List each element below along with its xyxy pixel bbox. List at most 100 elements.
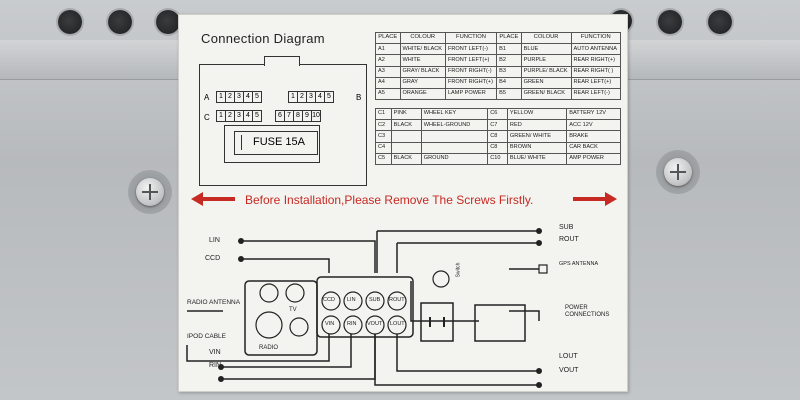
table-cell: C1	[375, 107, 392, 121]
row-b-label: B	[356, 93, 362, 102]
wire-vout	[374, 333, 539, 386]
table-cell: AMP POWER	[566, 152, 621, 165]
table-cell: REAR LEFT(+)	[570, 76, 622, 89]
jack-block-outline	[316, 276, 414, 338]
warning-text: Before Installation,Please Remove The Sc…	[245, 193, 534, 207]
wire-vin	[221, 333, 352, 368]
radio-antenna-label: RADIO ANTENNA	[187, 299, 241, 306]
diagram-title: Connection Diagram	[201, 31, 325, 46]
table-cell: GRAY	[399, 76, 446, 89]
vout-jack-icon	[365, 315, 385, 335]
table-cell: GRAY/ BLACK	[399, 65, 446, 78]
warning-arrows	[191, 192, 617, 206]
screw-icon[interactable]	[136, 178, 164, 206]
power-connections-label: POWER CONNECTIONS	[565, 305, 610, 318]
ipod-cable-label: IPOD CABLE	[187, 333, 227, 340]
pin: 5	[252, 91, 262, 103]
table-cell: BROWN	[506, 141, 568, 154]
table-cell: REAR RIGHT(+)	[570, 54, 622, 67]
pin: 5	[324, 91, 334, 103]
switch-label: Switch	[455, 262, 462, 278]
table-header: FUNCTION	[570, 31, 622, 45]
jack-label: CCD	[323, 297, 335, 303]
jack-label: ROUT	[389, 297, 405, 303]
row-c-label: C	[204, 113, 210, 122]
pin: 5	[252, 110, 262, 122]
ccd-label: CCD	[205, 255, 221, 262]
table-cell: ORANGE	[399, 87, 446, 101]
table-cell: C8	[487, 130, 508, 143]
table-cell: C6	[487, 107, 508, 121]
vin-jack-icon	[321, 315, 341, 335]
pin-row-c: 1 2 3 4 5 6 7 8 9 10	[216, 110, 321, 122]
table-cell: B4	[496, 76, 522, 89]
table-cell: C5	[375, 152, 392, 165]
table-cell: REAR RIGHT( )	[570, 65, 622, 78]
right-arrow-icon	[573, 192, 617, 206]
mount-hole	[708, 10, 732, 34]
table-cell: C2	[375, 119, 392, 132]
table-cell: B1	[496, 43, 522, 56]
lin-jack-icon	[343, 291, 363, 311]
warning-banner: Before Installation,Please Remove The Sc…	[179, 189, 629, 209]
gps-connector-icon	[538, 264, 548, 274]
wire-power	[410, 281, 479, 322]
fuse-holder	[224, 125, 320, 163]
jack-label: RIN	[347, 321, 357, 327]
table-header-row: PLACE COLOUR FUNCTION PLACE COLOUR FUNCT…	[375, 31, 622, 45]
tv-port-icon	[285, 283, 305, 303]
wire-power-right	[509, 310, 540, 321]
table-cell: A3	[375, 65, 401, 78]
table-header: PLACE	[375, 31, 401, 45]
table-header: PLACE	[496, 31, 522, 45]
table-cell: C10	[487, 152, 508, 165]
wire-rin	[221, 333, 376, 380]
mount-hole	[58, 10, 82, 34]
table-cell: CAR BACK	[566, 141, 621, 154]
lin-label: LIN	[209, 237, 220, 244]
table-header: COLOUR	[399, 31, 446, 45]
row-a-label: A	[204, 93, 210, 102]
table-cell: BATTERY 12V	[566, 107, 621, 121]
wiring-schematic	[186, 228, 548, 388]
switch-knob-icon	[432, 270, 450, 288]
fuse-label: FUSE 15A	[234, 131, 318, 155]
mount-hole	[658, 10, 682, 34]
table-cell: REAR LEFT(-)	[570, 87, 622, 101]
tv-label: TV	[289, 307, 297, 313]
table-cell: AUTO ANTENNA	[570, 43, 622, 56]
table-cell: BRAKE	[566, 130, 621, 143]
table-cell: LAMP POWER	[444, 87, 498, 101]
jack-label: SUB	[369, 297, 381, 303]
table-cell: FRONT RIGHT(-)	[444, 65, 498, 78]
table-cell: GREEN/ WHITE	[506, 130, 568, 143]
table-cell: A5	[375, 87, 401, 101]
table-cell: GROUND	[420, 152, 489, 165]
wire-lin	[241, 240, 376, 273]
radio-port-icon	[255, 311, 283, 339]
pin-row-a: 1 2 3 4 5	[216, 91, 262, 103]
table-header: FUNCTION	[444, 31, 498, 45]
radio-block-outline	[244, 280, 318, 356]
switch-outline	[420, 302, 454, 342]
table-cell: BLACK	[390, 152, 422, 165]
table-cell: A1	[375, 43, 401, 56]
sub-label: SUB	[559, 224, 574, 231]
rin-jack-icon	[343, 315, 363, 335]
rin-label: RIN	[209, 362, 222, 369]
rout-label: ROUT	[559, 236, 579, 243]
mount-hole	[108, 10, 132, 34]
table-cell	[390, 130, 422, 143]
screw-icon[interactable]	[664, 158, 692, 186]
sub-jack-icon	[365, 291, 385, 311]
screw-well-right	[656, 150, 700, 194]
